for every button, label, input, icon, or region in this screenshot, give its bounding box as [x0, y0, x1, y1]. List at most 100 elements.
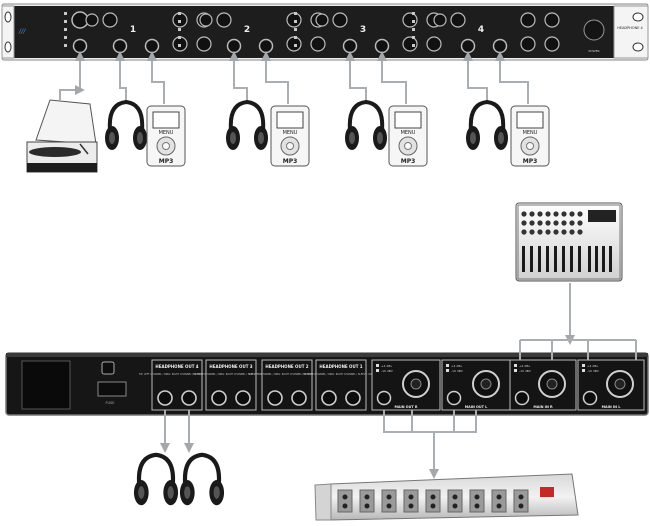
- mp3-center-button-icon: [162, 142, 170, 150]
- processor-knob-icon: [364, 503, 370, 509]
- option-led-icon: [582, 369, 585, 372]
- led-icon: [294, 36, 297, 39]
- processor-knob-icon: [496, 494, 502, 500]
- main-io-label: MAIN IN R: [533, 405, 553, 409]
- front-cables: [59, 51, 529, 104]
- mixer-knob-icon: [537, 229, 543, 235]
- power-label: POWER: [588, 49, 599, 53]
- led-icon: [64, 20, 67, 23]
- mp3-screen-icon: [152, 111, 180, 129]
- led-icon: [178, 28, 181, 31]
- output-level-knob-icon: [520, 12, 536, 28]
- fuse-holder-icon: [101, 361, 115, 375]
- trs-jack-icon: [376, 390, 392, 406]
- led-icon: [64, 36, 67, 39]
- headphone-out-frame: [151, 359, 203, 411]
- headphone-out-desc: TIP: LEFT CHANNEL / RING: RIGHT CHANNEL …: [139, 373, 216, 376]
- mixer-fader-icon: [578, 246, 581, 272]
- rack-processor: [314, 473, 579, 521]
- mixer-knob-icon: [561, 229, 567, 235]
- turntable: [26, 99, 98, 173]
- processor-knob-icon: [452, 494, 458, 500]
- output-level-knob-icon: [544, 36, 560, 52]
- headphone-out-jack-icon: [235, 390, 251, 406]
- led-icon: [64, 12, 67, 15]
- mixer-fader-icon: [546, 246, 549, 272]
- headphones-icon: [466, 99, 508, 150]
- headphone-jack-icon: [112, 38, 128, 54]
- mixer-fader-icon: [554, 246, 557, 272]
- input-knob-icon: [433, 13, 447, 27]
- led-icon: [412, 12, 415, 15]
- processor-knob-icon: [474, 494, 480, 500]
- led-icon: [294, 44, 297, 47]
- led-icon: [64, 28, 67, 31]
- rack-hole-icon: [632, 12, 644, 22]
- turntable-plinth: [27, 163, 97, 172]
- processor-knob-icon: [496, 503, 502, 509]
- option-led-icon: [376, 364, 379, 367]
- mp3-screen-icon: [276, 111, 304, 129]
- mp3-menu-label: MENU: [159, 130, 174, 136]
- headphone-out-label: HEADPHONE OUT 2: [265, 364, 308, 369]
- xlr-pin-icon: [546, 378, 558, 390]
- turntable-input-jack-icon: [72, 38, 88, 54]
- jack-option-label: -10 dBV: [519, 369, 532, 373]
- processor-knob-icon: [518, 494, 524, 500]
- processor-knob-icon: [452, 503, 458, 509]
- cable-line: [495, 51, 529, 104]
- mp3-label: MP3: [283, 158, 298, 165]
- led-icon: [64, 44, 67, 47]
- mixer-knob-icon: [521, 211, 527, 217]
- option-led-icon: [582, 364, 585, 367]
- fuse-label: FUSE: [105, 401, 114, 405]
- main-io-label: MAIN IN L: [602, 405, 622, 409]
- processor-section-icon: [469, 489, 485, 513]
- input-knob-icon: [315, 13, 329, 27]
- channel-number: 3: [360, 25, 366, 35]
- jack-option-label: +4 dBu: [519, 364, 530, 368]
- headphone-jack-icon: [460, 38, 476, 54]
- output-level-knob-icon: [402, 12, 418, 28]
- rack-hole-icon: [632, 42, 644, 52]
- mp3-center-button-icon: [404, 142, 412, 150]
- headphone-out-jack-icon: [181, 390, 197, 406]
- headphones-icon: [133, 452, 179, 506]
- channel-number: 2: [244, 25, 250, 35]
- led-icon: [412, 20, 415, 23]
- main-io-label: MAIN OUT L: [465, 405, 488, 409]
- processor-section-icon: [403, 489, 419, 513]
- power-switch-icon: [583, 19, 605, 41]
- processor-section-icon: [491, 489, 507, 513]
- balance-knob-icon: [332, 12, 348, 28]
- headphone-jack-icon: [342, 38, 358, 54]
- brand-logo: ///: [18, 28, 26, 35]
- headphone-out-jack-icon: [157, 390, 173, 406]
- headphone-out-label: HEADPHONE OUT 4: [155, 364, 198, 369]
- processor-knob-icon: [408, 503, 414, 509]
- processor-knob-icon: [342, 503, 348, 509]
- led-icon: [412, 36, 415, 39]
- headphone-out-desc: TIP: LEFT CHANNEL / RING: RIGHT CHANNEL …: [303, 373, 380, 376]
- mixer-knob-icon: [569, 211, 575, 217]
- rear-headphone-out-4: HEADPHONE OUT 4 TIP: LEFT CHANNEL / RING:…: [139, 359, 216, 411]
- aux-input-jack-icon: [492, 38, 508, 54]
- processor-knob-icon: [518, 503, 524, 509]
- rear-panel: FUSE HEADPHONE OUT 4 TIP: LEFT CHANNEL / …: [5, 352, 649, 416]
- balance-knob-icon: [450, 12, 466, 28]
- headphones-icon: [345, 99, 387, 150]
- mixer-knob-icon: [545, 229, 551, 235]
- led-icon: [412, 44, 415, 47]
- mixer-fader-icon: [609, 246, 612, 272]
- jack-option-label: +4 dBu: [587, 364, 598, 368]
- processor-ear: [314, 483, 332, 521]
- mixer-fader-icon: [595, 246, 598, 272]
- mixer-fader-icon: [562, 246, 565, 272]
